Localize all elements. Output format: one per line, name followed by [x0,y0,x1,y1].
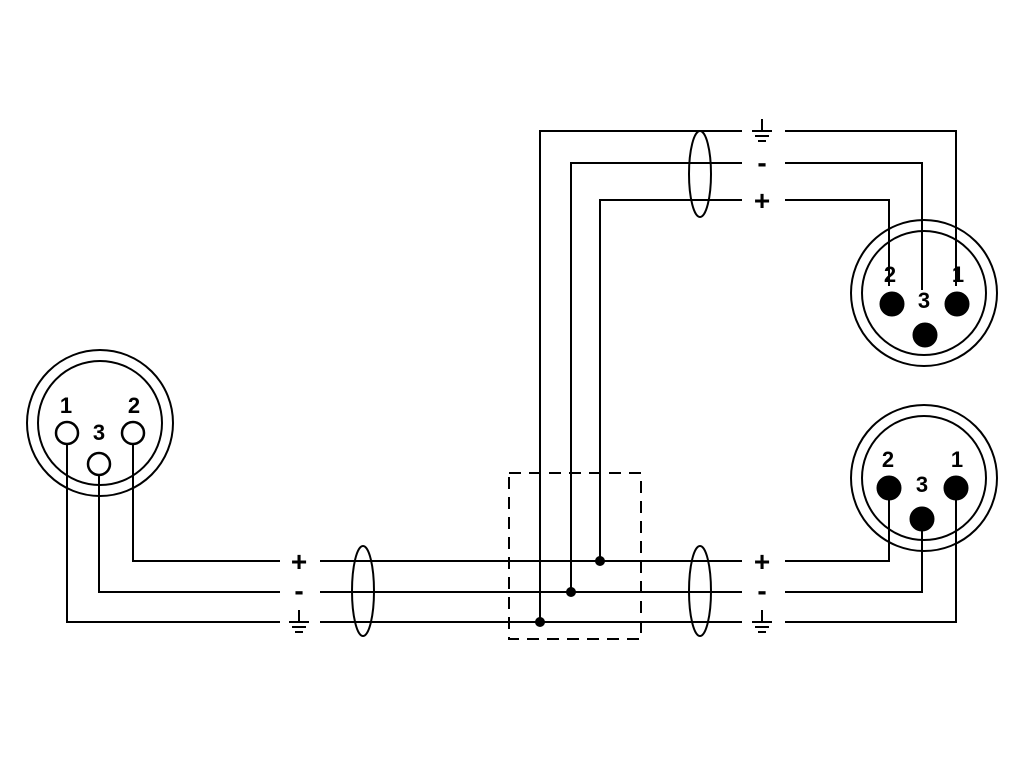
bottom-wire-plus [785,500,890,562]
top-output-wires [785,130,957,290]
branch-wire-minus [570,162,742,592]
main-cable [320,545,742,637]
input-wires [66,444,280,623]
bottom-plus-label: + [754,546,770,577]
cable-shield-icon [688,545,712,637]
input-wire-plus [132,444,280,562]
top-pin-1-label: 1 [952,262,964,287]
ground-symbol-icon [752,119,772,142]
input-signal-labels: + - [289,546,309,633]
top-pin-2 [879,291,905,317]
input-wire-minus [98,475,280,593]
input-minus-label: - [294,575,303,606]
bottom-pin-1-label: 1 [951,447,963,472]
top-wire-minus [785,162,923,290]
top-pin-3-label: 3 [918,288,930,313]
input-pin-1-label: 1 [60,393,72,418]
input-pin-2 [120,420,146,446]
ground-symbol-icon [752,610,772,633]
top-output-xlr-connector: 2 1 3 [850,219,998,367]
top-output-signal-labels: - + [752,119,772,216]
bottom-minus-label: - [757,575,766,606]
bottom-wire-ground [785,500,957,623]
top-wire-plus [785,199,890,286]
cable-shield-icon [688,130,712,218]
top-minus-label: - [757,147,766,178]
branch-wires [539,130,742,622]
top-connector-inner-ring [861,230,987,356]
cable-shield-icon [351,545,375,637]
bottom-connector-inner-ring [861,415,987,541]
bottom-output-xlr-connector: 2 1 3 [850,404,998,552]
input-pin-3 [86,451,112,477]
bottom-pin-2-label: 2 [882,447,894,472]
top-pin-3 [912,322,938,348]
top-connector-outer-ring [850,219,998,367]
branch-wire-ground [539,130,742,622]
top-wire-ground [785,130,957,286]
ground-symbol-icon [289,610,309,633]
input-pin-1 [54,420,80,446]
input-plus-label: + [291,546,307,577]
bottom-output-signal-labels: + - [752,546,772,633]
bottom-connector-outer-ring [850,404,998,552]
branch-wire-plus [599,199,742,561]
input-pin-3-label: 3 [93,420,105,445]
bottom-pin-2 [876,475,902,501]
input-pin-2-label: 2 [128,393,140,418]
input-xlr-connector: 1 2 3 [26,349,174,497]
input-wire-ground [66,444,280,623]
bottom-pin-3 [909,506,935,532]
splice-junction-box [508,472,642,640]
bottom-pin-1 [943,475,969,501]
bottom-pin-3-label: 3 [916,472,928,497]
top-plus-label: + [754,185,770,216]
top-pin-1 [944,291,970,317]
top-pin-2-label: 2 [884,262,896,287]
splice-box-outline [508,472,642,640]
